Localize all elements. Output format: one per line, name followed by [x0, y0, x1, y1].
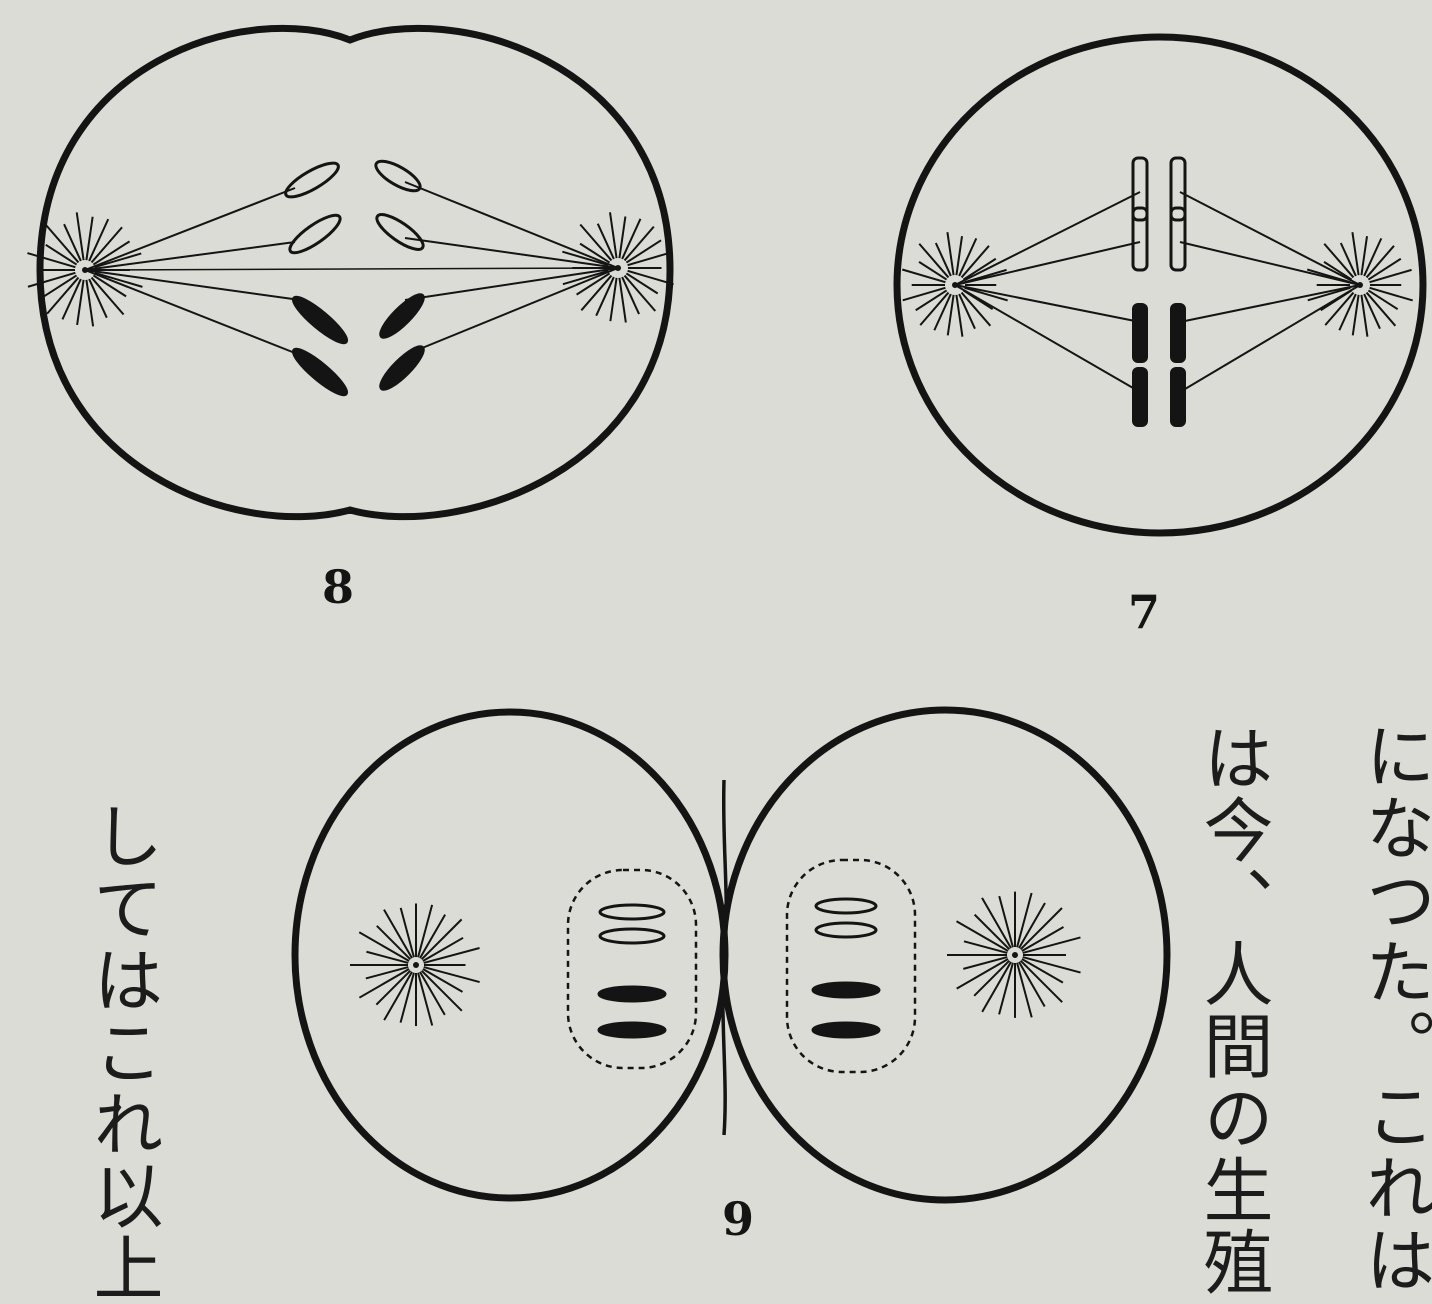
daughter-cell-left	[295, 712, 725, 1198]
chromosome-filled	[1171, 304, 1185, 362]
aster-ray	[376, 971, 410, 1005]
cleavage-furrow	[723, 780, 726, 1135]
chromosome-filled	[599, 1023, 665, 1037]
centriole	[1012, 952, 1018, 958]
aster-ray	[1370, 270, 1412, 282]
chromosome-filled	[813, 1023, 879, 1037]
spindle-fiber	[955, 192, 1140, 285]
chromosome-open	[372, 209, 427, 255]
spindle-fiber	[85, 188, 295, 270]
text-column-3: してはこれ以上	[88, 800, 158, 1304]
spindle-fiber	[955, 285, 1140, 392]
spindle-fiber	[405, 268, 618, 355]
chromosome-filled	[599, 987, 665, 1001]
chromosome-filled	[813, 983, 879, 997]
spindle-fiber	[405, 182, 618, 268]
left-aster	[350, 903, 480, 1026]
chromosome-filled	[376, 342, 428, 394]
chromosome-filled	[1171, 368, 1185, 426]
spindle-fiber	[405, 268, 618, 300]
spindle-fiber	[1180, 192, 1360, 285]
cell-membrane	[40, 28, 670, 516]
figure-label-9: 9	[722, 1192, 754, 1246]
right-aster	[947, 892, 1081, 1018]
aster-ray	[903, 288, 946, 301]
aster-ray	[377, 926, 411, 960]
spindle-fiber	[85, 270, 300, 355]
centriole	[413, 962, 419, 968]
spindle-fiber	[85, 270, 300, 300]
chromosome-open	[816, 923, 876, 937]
figure-7	[897, 37, 1423, 533]
spindle-fiber	[955, 242, 1140, 285]
spindle-fiber	[85, 242, 295, 270]
text-column-1: になつた。これは	[1360, 720, 1430, 1296]
chromosome-open	[816, 899, 876, 913]
figure-9	[295, 710, 1167, 1200]
spindle-fiber	[1180, 242, 1360, 285]
chromosome-open	[282, 157, 343, 203]
text-column-2: は今、人間の生殖	[1198, 722, 1268, 1298]
chromosome-open	[600, 929, 664, 943]
daughter-cell-right	[723, 710, 1167, 1200]
nuclear-envelope-right	[787, 860, 915, 1072]
chromosome-filled	[376, 290, 428, 342]
figure-label-7: 7	[1128, 585, 1160, 639]
chromosome-filled	[289, 344, 351, 400]
chromosome-filled	[289, 292, 351, 348]
chromosome-open	[600, 905, 664, 919]
aster-ray	[974, 961, 1009, 996]
spindle-fiber	[405, 238, 618, 268]
aster-ray	[975, 915, 1010, 950]
chromosome-open	[285, 209, 344, 258]
figure-8	[27, 28, 673, 516]
chromosome-filled	[1133, 304, 1147, 362]
chromosome-open	[372, 156, 424, 197]
figure-label-8: 8	[322, 560, 354, 614]
chromosome-filled	[1133, 368, 1147, 426]
spindle-fiber	[85, 268, 618, 270]
spindle-fiber	[1180, 285, 1360, 392]
